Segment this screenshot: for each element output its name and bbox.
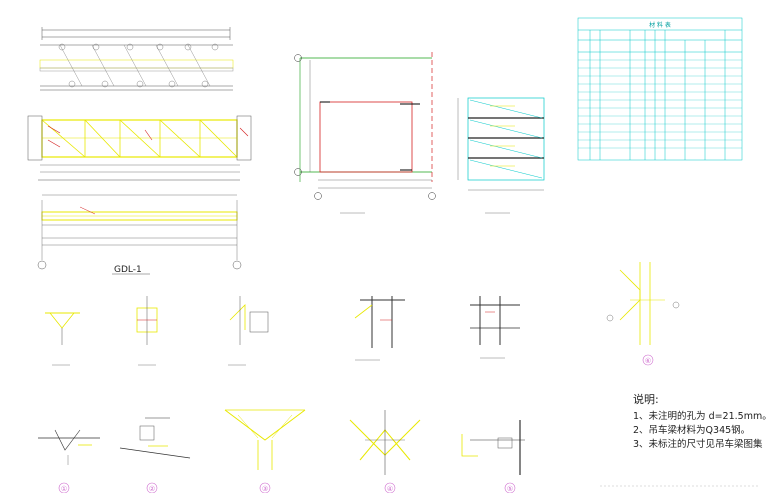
detail-3-label: ③ [262,485,268,493]
material-table-title: 材 料 表 [649,21,671,29]
section-1-1 [45,312,80,366]
frame-plan-1 [294,52,436,214]
material-table-rows [578,59,742,149]
note-item-3: 3、未标注的尺寸见吊车梁图集 [633,439,763,450]
detail-6-label: ⑥ [645,357,651,365]
detail-2 [119,417,191,459]
detail-4-label: ④ [387,485,393,493]
notes-title: 说明: [633,393,659,406]
section-3-3 [228,296,269,366]
detail-5 [461,420,525,475]
note-item-1: 1、未注明的孔为 d=21.5mm。 [633,411,772,422]
detail-1 [38,429,100,465]
main-view-title: GDL-1 [114,265,142,275]
detail-4 [349,410,421,475]
section-2-2 [136,296,158,366]
design-notes: 说明: 1、未注明的孔为 d=21.5mm。 2、吊车梁材料为Q345钢。 3、… [633,391,772,452]
material-table [577,17,743,161]
beam-elevation-tags [58,43,219,88]
connection-detail-b [470,296,520,359]
beam-elevation-top [39,27,234,91]
beam-bottom-view [37,179,242,270]
detail-2-label: ② [149,485,155,493]
beam-plan [27,115,252,173]
detail-1-label: ① [61,485,67,493]
beam-elevation-diagonals [59,44,211,87]
detail-3 [224,409,306,470]
detail-5-label: ⑤ [507,485,513,493]
connection-detail-a [354,296,405,361]
detail-6 [606,262,680,345]
note-item-2: 2、吊车梁材料为Q345钢。 [633,425,751,436]
frame-plan-2 [457,97,545,214]
